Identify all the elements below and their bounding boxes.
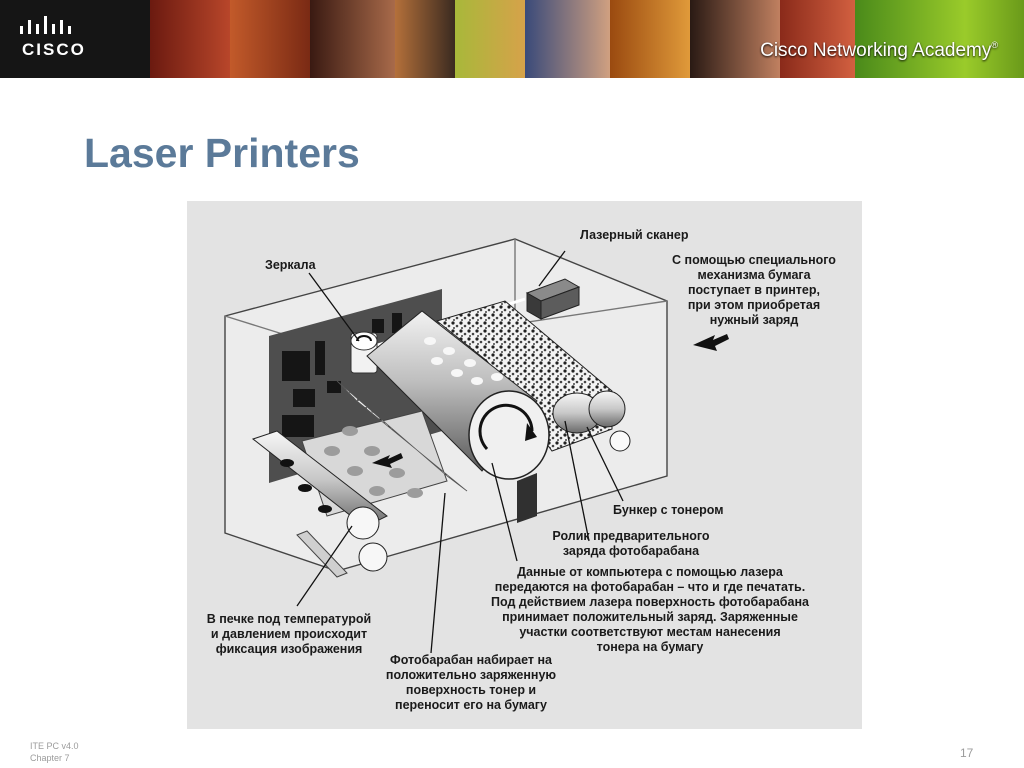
label-paper-feed-line: С помощью специального [672,253,836,267]
toner-hopper [435,300,631,452]
banner-photo [310,0,395,78]
label-mirrors: Зеркала [265,258,317,272]
label-drum-toner-line: переносит его на бумагу [395,698,547,712]
academy-name-text: Cisco Networking Academy [760,40,992,61]
banner-photo [780,0,855,78]
slide-title: Laser Printers [84,130,360,176]
registered-mark: ® [991,40,998,50]
label-data-to-drum-line: Данные от компьютера с помощью лазера [517,565,784,579]
label-fuser-line: и давлением происходит [211,627,367,641]
course-name: ITE PC v4.0 [30,741,79,751]
slide-footer: ITE PC v4.0 Chapter 7 [30,740,79,764]
cisco-wordmark: CISCO [22,40,86,59]
leader-lines [296,250,624,654]
fuser-rollers [251,430,388,578]
label-data-to-drum-line: передаются на фотобарабан – что и где пе… [495,580,805,594]
label-data-to-drum-line: тонера на бумагу [597,640,704,654]
label-charge-roller-line: заряда фотобарабана [563,544,700,558]
cisco-bars-icon [20,16,71,34]
banner-photo [610,0,690,78]
label-charge-roller-line: Ролик предварительного [552,529,709,543]
banner-photo [455,0,525,78]
label-charge-roller: Ролик предварительного заряда фотобараба… [552,529,709,558]
diagram-labels: Лазерный сканер Зеркала С помощью специа… [207,228,837,712]
label-data-to-drum-line: Под действием лазера поверхность фотобар… [491,595,810,609]
banner-photo [395,0,455,78]
academy-name: Cisco Networking Academy® [760,40,998,62]
photo-drum [366,310,550,480]
paper-input-arrow [693,334,729,351]
paper-direction-arrow [372,453,403,468]
label-paper-feed-line: нужный заряд [710,313,799,327]
label-paper-feed-line: механизма бумага [697,268,811,282]
label-fuser-line: фиксация изображения [216,642,363,656]
banner-photo [150,0,230,78]
cisco-logo: CISCO [18,14,98,64]
label-paper-feed-line: при этом приобретая [688,298,820,312]
printer-diagram: Лазерный сканер Зеркала С помощью специа… [187,201,862,729]
label-data-to-drum-line: принимает положительный заряд. Заряженны… [502,610,798,624]
label-laser-scanner: Лазерный сканер [580,228,689,242]
label-drum-toner-line: положительно заряженную [386,668,556,682]
label-data-to-drum-line: участки соответствуют местам нанесения [519,625,780,639]
banner-photo [855,0,965,78]
label-drum-toner-line: Фотобарабан набирает на [390,653,553,667]
label-toner-hopper: Бункер с тонером [613,503,724,517]
banner-photo [525,0,610,78]
chapter-name: Chapter 7 [30,753,70,763]
circuit-board [282,313,402,437]
label-data-to-drum: Данные от компьютера с помощью лазера пе… [491,565,810,654]
label-fuser: В печке под температурой и давлением про… [207,612,371,656]
banner-photo [230,0,310,78]
page-number: 17 [960,746,974,760]
laser-scanner [525,278,581,320]
header-banner: CISCO Cisco Networking Academy® [0,0,1024,78]
label-drum-toner: Фотобарабан набирает на положительно зар… [386,653,556,712]
label-drum-toner-line: поверхность тонер и [406,683,536,697]
label-fuser-line: В печке под температурой [207,612,371,626]
label-paper-feed-line: поступает в принтер, [688,283,820,297]
banner-photo [690,0,780,78]
label-paper-feed: С помощью специального механизма бумага … [672,253,836,327]
banner-photo [965,0,1024,78]
